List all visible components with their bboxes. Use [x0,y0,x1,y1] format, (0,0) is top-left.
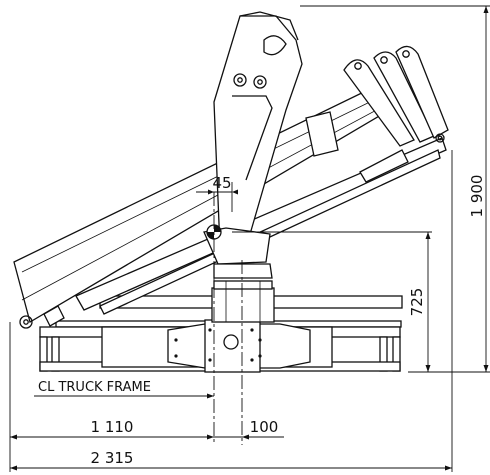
truck-frame-leader [34,393,214,399]
dim-half-width [10,434,214,440]
dim-center-offset-label: 100 [250,418,279,436]
dim-total-width-label: 2 315 [91,449,134,467]
dim-pedestal-height [232,231,440,373]
dim-offset-small [196,182,238,212]
dim-center-offset [214,434,284,440]
dim-total-height-label: 1 900 [468,175,486,218]
sub-frame [39,319,402,373]
truck-frame-label: CL TRUCK FRAME [38,380,151,395]
dim-offset-small-label: 45 [212,174,231,192]
dim-half-width-label: 1 110 [91,418,134,436]
dim-total-height [300,5,490,373]
dim-total-width [10,465,452,471]
dim-pedestal-height-label: 725 [408,288,426,317]
boom-head [343,45,449,147]
